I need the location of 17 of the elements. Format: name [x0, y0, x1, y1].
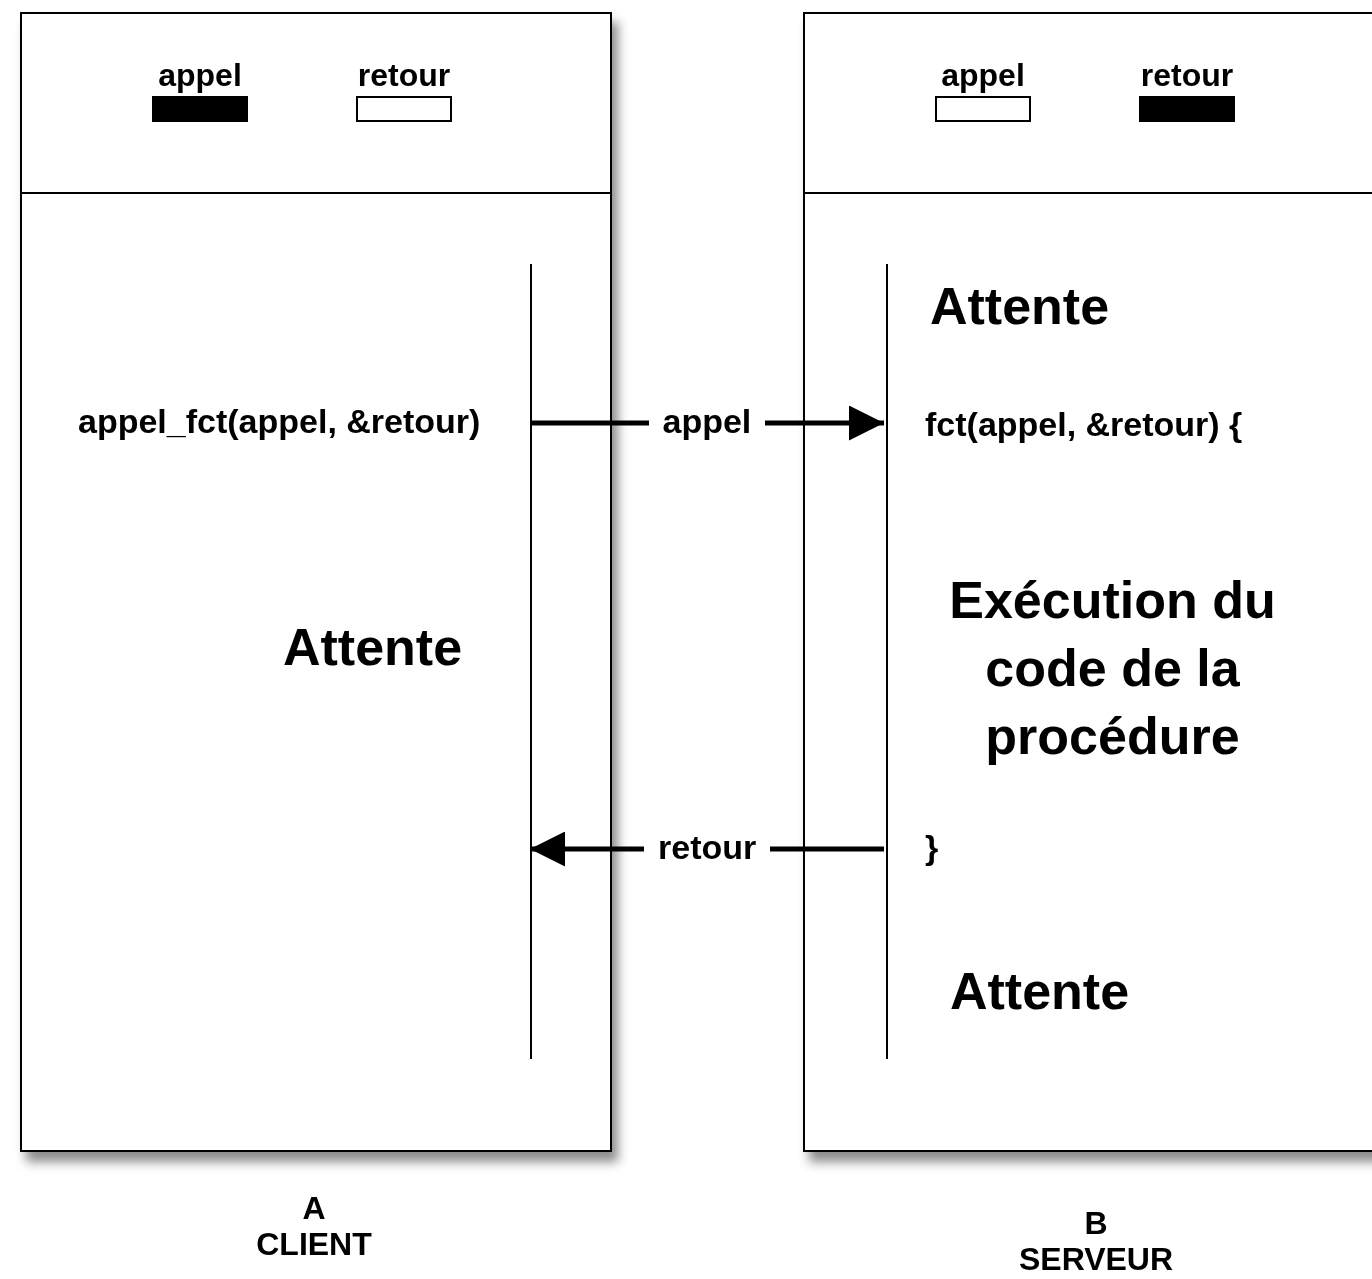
lifeline [886, 264, 888, 1059]
state-label: Attente [950, 961, 1130, 1021]
window-panel [803, 12, 1372, 1152]
state-label: Attente [930, 276, 1110, 336]
flag-label: appel [157, 58, 243, 92]
flag-label: retour [356, 58, 452, 92]
window-panel [20, 12, 612, 1152]
panel-title: B SERVEUR [1017, 1205, 1175, 1277]
code-text: appel_fct(appel, &retour) [78, 402, 481, 441]
state-label: Exécution du code de la procédure [948, 570, 1277, 767]
code-text: fct(appel, &retour) { [925, 405, 1243, 444]
state-label: Attente [283, 617, 463, 677]
flag-label: appel [940, 58, 1026, 92]
code-text: } [925, 828, 939, 867]
flag-label: retour [1139, 58, 1235, 92]
panel-title: A CLIENT [255, 1190, 373, 1262]
lifeline [530, 264, 532, 1059]
